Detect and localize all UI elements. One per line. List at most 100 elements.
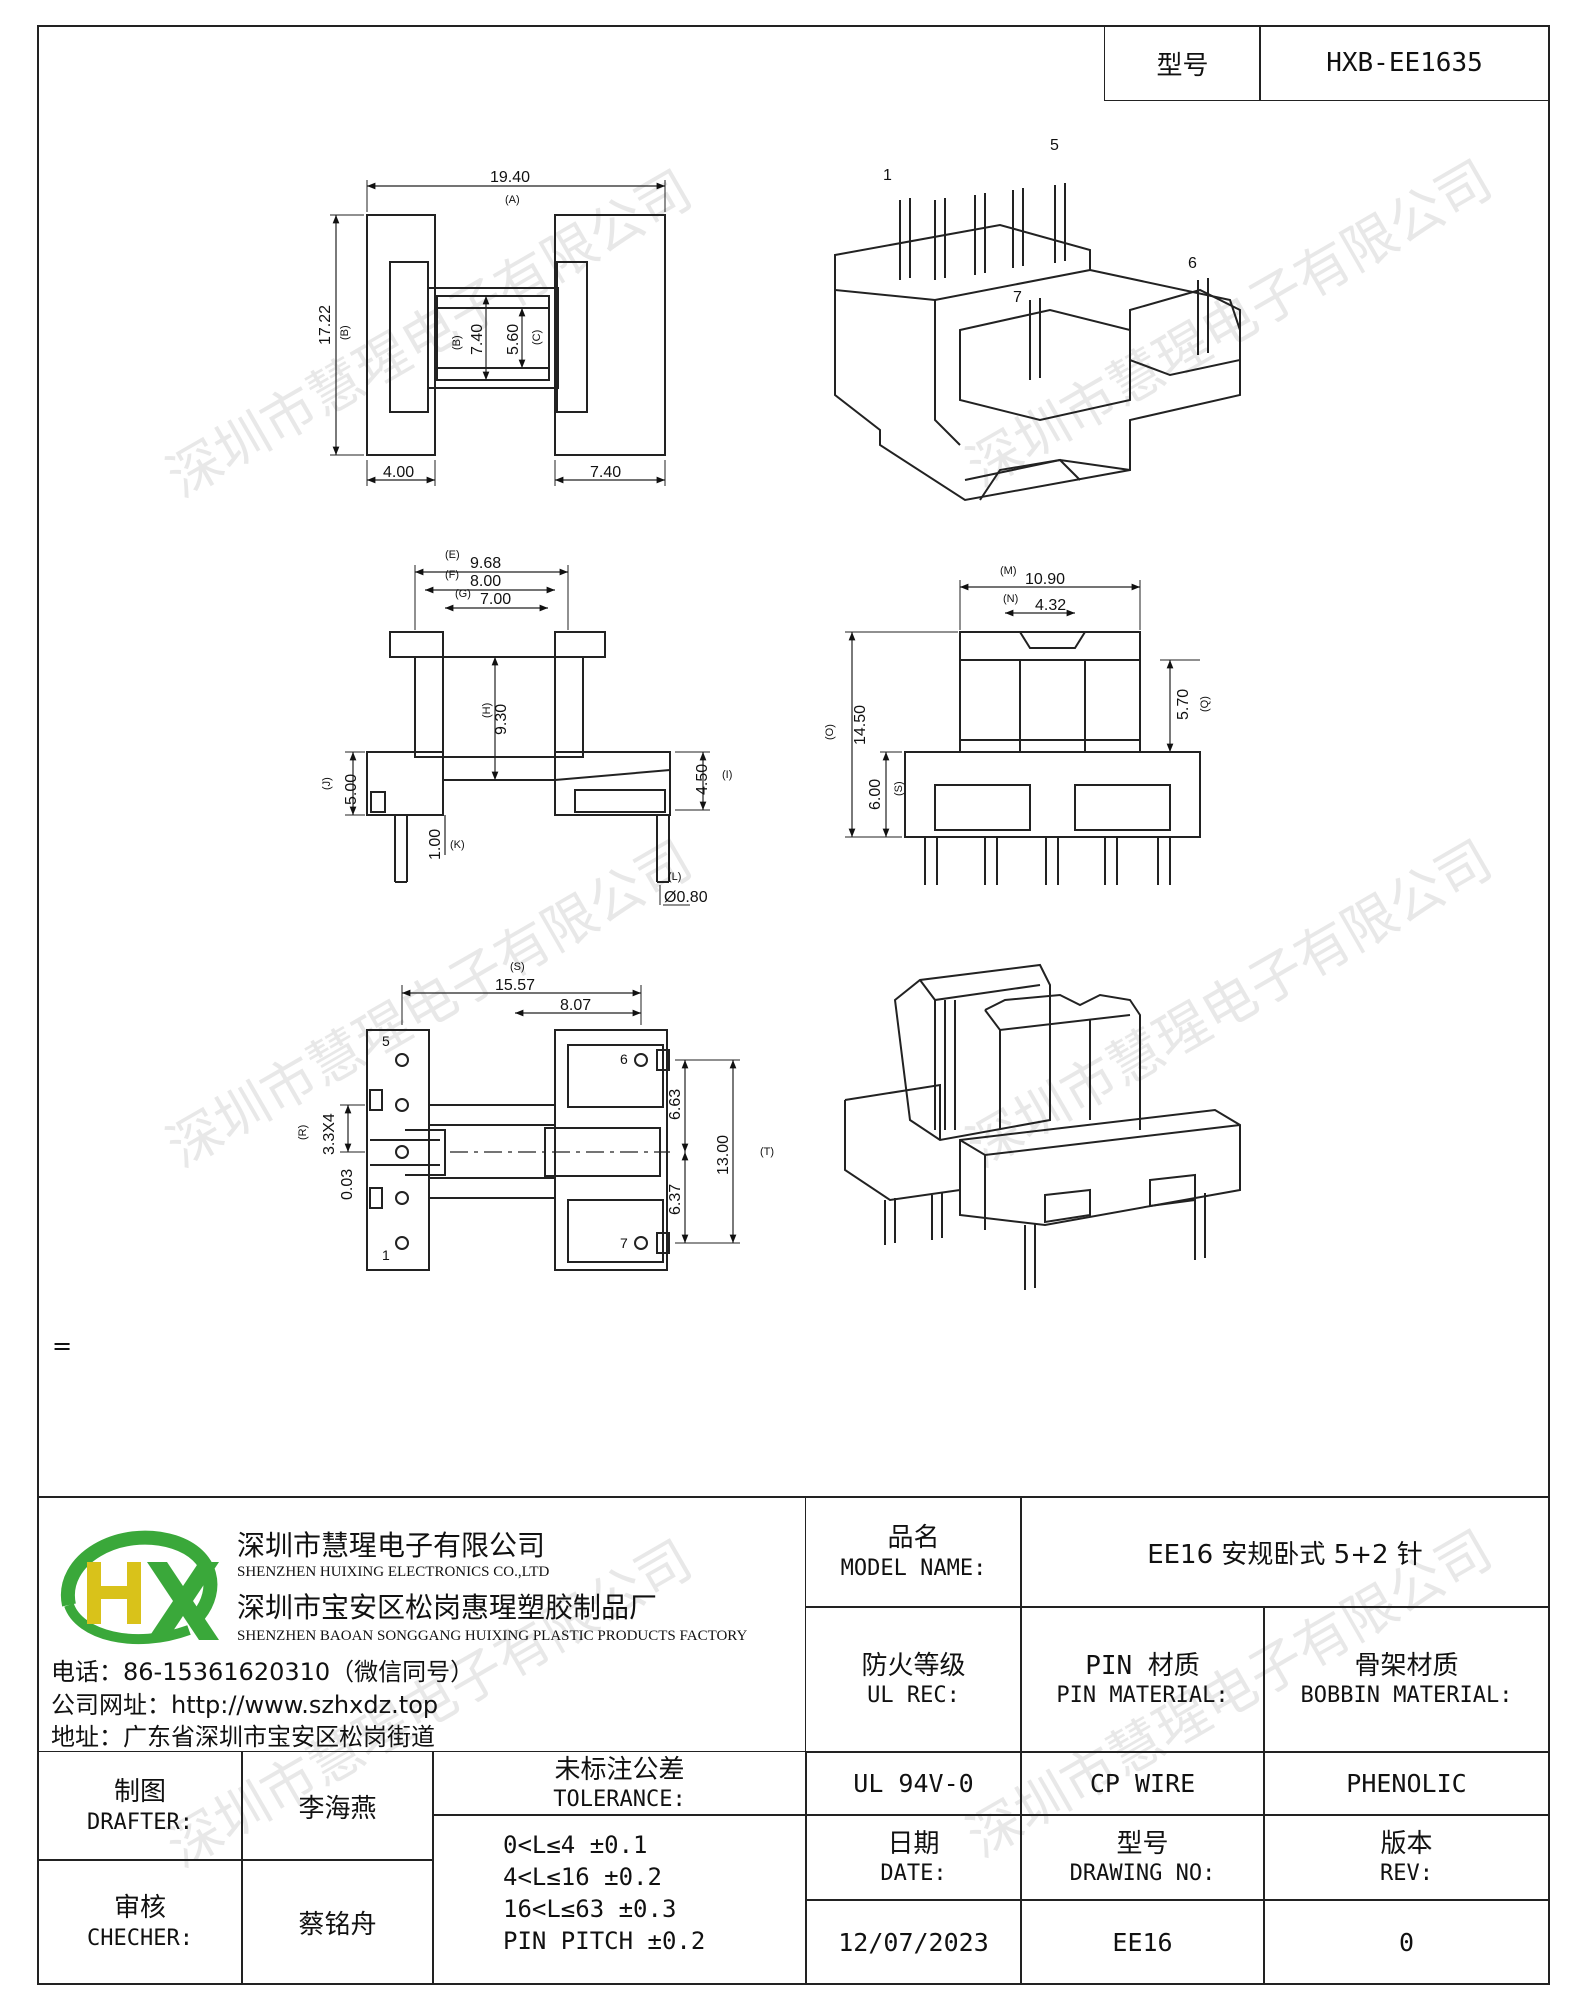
header-model-value: HXB-EE1635 <box>1259 25 1550 101</box>
dim-front-slot: 4.32 <box>1035 597 1066 614</box>
ul-rec-label: 防火等级 UL REC: <box>805 1606 1022 1753</box>
rev-cn: 版本 <box>1380 1828 1433 1859</box>
bottom-pin-5: 5 <box>382 1033 390 1049</box>
isometric-view-bottom <box>844 963 1241 1290</box>
ul-rec-en: UL REC: <box>867 1683 960 1708</box>
dim-side-w1: 9.68 <box>470 555 501 572</box>
date-value: 12/07/2023 <box>805 1899 1022 1985</box>
dim-side-w3-ref: (G) <box>455 588 471 600</box>
dim-side-pindia-ref: (L) <box>668 871 681 883</box>
bobbin-material-en: BOBBIN MATERIAL: <box>1300 1683 1513 1708</box>
dim-top-right: 7.40 <box>590 464 621 481</box>
dim-side-w1-ref: (E) <box>445 549 460 561</box>
company-address: 地址：广东省深圳市宝安区松岗街道 <box>51 1723 435 1751</box>
dim-front-lower: 6.00 <box>867 779 884 810</box>
iso-pin-1: 1 <box>883 167 892 184</box>
dim-bottom-total-ref: (T) <box>760 1146 774 1158</box>
bottom-view <box>340 985 740 1271</box>
model-name-en: MODEL NAME: <box>840 1555 987 1581</box>
bobbin-material-cn: 骨架材质 <box>1354 1650 1459 1681</box>
bottom-pin-7: 7 <box>620 1235 628 1251</box>
dim-side-w2-ref: (F) <box>445 569 459 581</box>
company-name-cn: 深圳市慧瑆电子有限公司 <box>237 1529 546 1562</box>
tolerance-en: TOLERANCE: <box>553 1787 686 1812</box>
tolerance-cn: 未标注公差 <box>554 1754 685 1785</box>
title-block-divider <box>37 1496 1550 1498</box>
dim-side-hleft-ref: (J) <box>321 777 333 790</box>
factory-name-cn: 深圳市宝安区松岗惠瑆塑胶制品厂 <box>237 1591 658 1624</box>
top-view <box>330 180 666 486</box>
model-name-value: EE16 安规卧式 5+2 针 <box>1020 1496 1550 1608</box>
drafter-name: 李海燕 <box>241 1751 434 1861</box>
dim-front-height: 14.50 <box>852 705 869 745</box>
drafter-cn: 制图 <box>113 1777 166 1807</box>
dim-side-hleft: 5.00 <box>343 774 360 805</box>
dim-side-w2: 8.00 <box>470 573 501 590</box>
rev-value: 0 <box>1263 1899 1550 1985</box>
ul-value: UL 94V-0 <box>805 1751 1022 1816</box>
pin-material-en: PIN MATERIAL: <box>1056 1683 1229 1708</box>
company-logo <box>60 1530 219 1645</box>
dim-top-core: 5.60 <box>505 324 522 355</box>
dim-top-width: 19.40 <box>490 169 530 186</box>
checker-cn: 审核 <box>113 1893 166 1923</box>
dim-front-upper: 5.70 <box>1175 689 1192 720</box>
bottom-pin-1: 1 <box>382 1247 390 1263</box>
checker-en: CHECHER: <box>87 1925 193 1951</box>
drafter-label: 制图 DRAFTER: <box>37 1751 243 1861</box>
drawing-no-en: DRAWING NO: <box>1069 1861 1216 1886</box>
model-name-cn: 品名 <box>887 1523 940 1553</box>
tolerance-list: 0<L≤4 ±0.1 4<L≤16 ±0.2 16<L≤63 ±0.3 PIN … <box>432 1814 807 1985</box>
company-phone: 电话：86-15361620310（微信同号） <box>51 1658 475 1686</box>
bobbin-material-value: PHENOLIC <box>1263 1751 1550 1816</box>
dim-side-hmid: 9.30 <box>493 704 510 735</box>
iso-pin-6: 6 <box>1188 255 1197 272</box>
dim-bottom-offset: 0.03 <box>339 1169 356 1200</box>
dim-top-left: 4.00 <box>383 464 414 481</box>
pin-material-cn: PIN 材质 <box>1085 1650 1200 1681</box>
tolerance-line: 16<L≤63 ±0.3 <box>503 1895 677 1923</box>
iso-pin-5: 5 <box>1050 137 1059 154</box>
dim-front-slot-ref: (N) <box>1003 593 1018 605</box>
rev-label: 版本 REV: <box>1263 1814 1550 1901</box>
dim-side-hright: 4.50 <box>694 764 711 795</box>
dim-front-width: 10.90 <box>1025 571 1065 588</box>
equals-mark: = <box>52 1332 73 1360</box>
dim-front-width-ref: (M) <box>1000 565 1017 577</box>
isometric-view-pins <box>834 183 1241 502</box>
dim-bottom-leftpitch: 3.3X4 <box>321 1113 338 1155</box>
model-name-label: 品名 MODEL NAME: <box>805 1496 1022 1608</box>
dim-side-pinlen-ref: (K) <box>450 839 465 851</box>
dim-front-lower-ref: (S) <box>893 781 905 796</box>
dim-bottom-width: 15.57 <box>495 977 535 994</box>
company-info: 深圳市慧瑆电子有限公司 SHENZHEN HUIXING ELECTRONICS… <box>37 1496 807 1751</box>
dim-bottom-pitchr: 8.07 <box>560 997 591 1014</box>
dim-bottom-width-ref: (S) <box>510 961 525 973</box>
pin-material-label: PIN 材质 PIN MATERIAL: <box>1020 1606 1265 1753</box>
drawing-no-label: 型号 DRAWING NO: <box>1020 1814 1265 1901</box>
side-view <box>345 565 710 906</box>
dim-top-height-ref: (B) <box>339 325 351 340</box>
rev-en: REV: <box>1380 1861 1433 1886</box>
checker-label: 审核 CHECHER: <box>37 1859 243 1985</box>
dim-bottom-pitch2: 6.37 <box>667 1184 684 1215</box>
date-cn: 日期 <box>887 1828 940 1859</box>
dim-side-w3: 7.00 <box>480 591 511 608</box>
bobbin-material-label: 骨架材质 BOBBIN MATERIAL: <box>1263 1606 1550 1753</box>
dim-top-inner-ref: (B) <box>451 335 463 350</box>
drafter-en: DRAFTER: <box>87 1809 193 1835</box>
dim-bottom-leftpitch-ref: (R) <box>297 1125 309 1140</box>
company-website: 公司网址：http://www.szhxdz.top <box>51 1691 439 1719</box>
company-name-en: SHENZHEN HUIXING ELECTRONICS CO.,LTD <box>237 1564 550 1580</box>
header-model-label: 型号 <box>1104 25 1261 101</box>
drawing-no-cn: 型号 <box>1116 1828 1169 1859</box>
tolerance-line: 4<L≤16 ±0.2 <box>503 1863 662 1891</box>
tolerance-line: PIN PITCH ±0.2 <box>503 1927 706 1955</box>
dim-bottom-total: 13.00 <box>715 1135 732 1175</box>
date-label: 日期 DATE: <box>805 1814 1022 1901</box>
dim-side-pinlen: 1.00 <box>427 829 444 860</box>
drawing-no-value: EE16 <box>1020 1899 1265 1985</box>
iso-pin-7: 7 <box>1013 289 1022 306</box>
bottom-pin-6: 6 <box>620 1051 628 1067</box>
factory-name-en: SHENZHEN BAOAN SONGGANG HUIXING PLASTIC … <box>237 1628 748 1644</box>
